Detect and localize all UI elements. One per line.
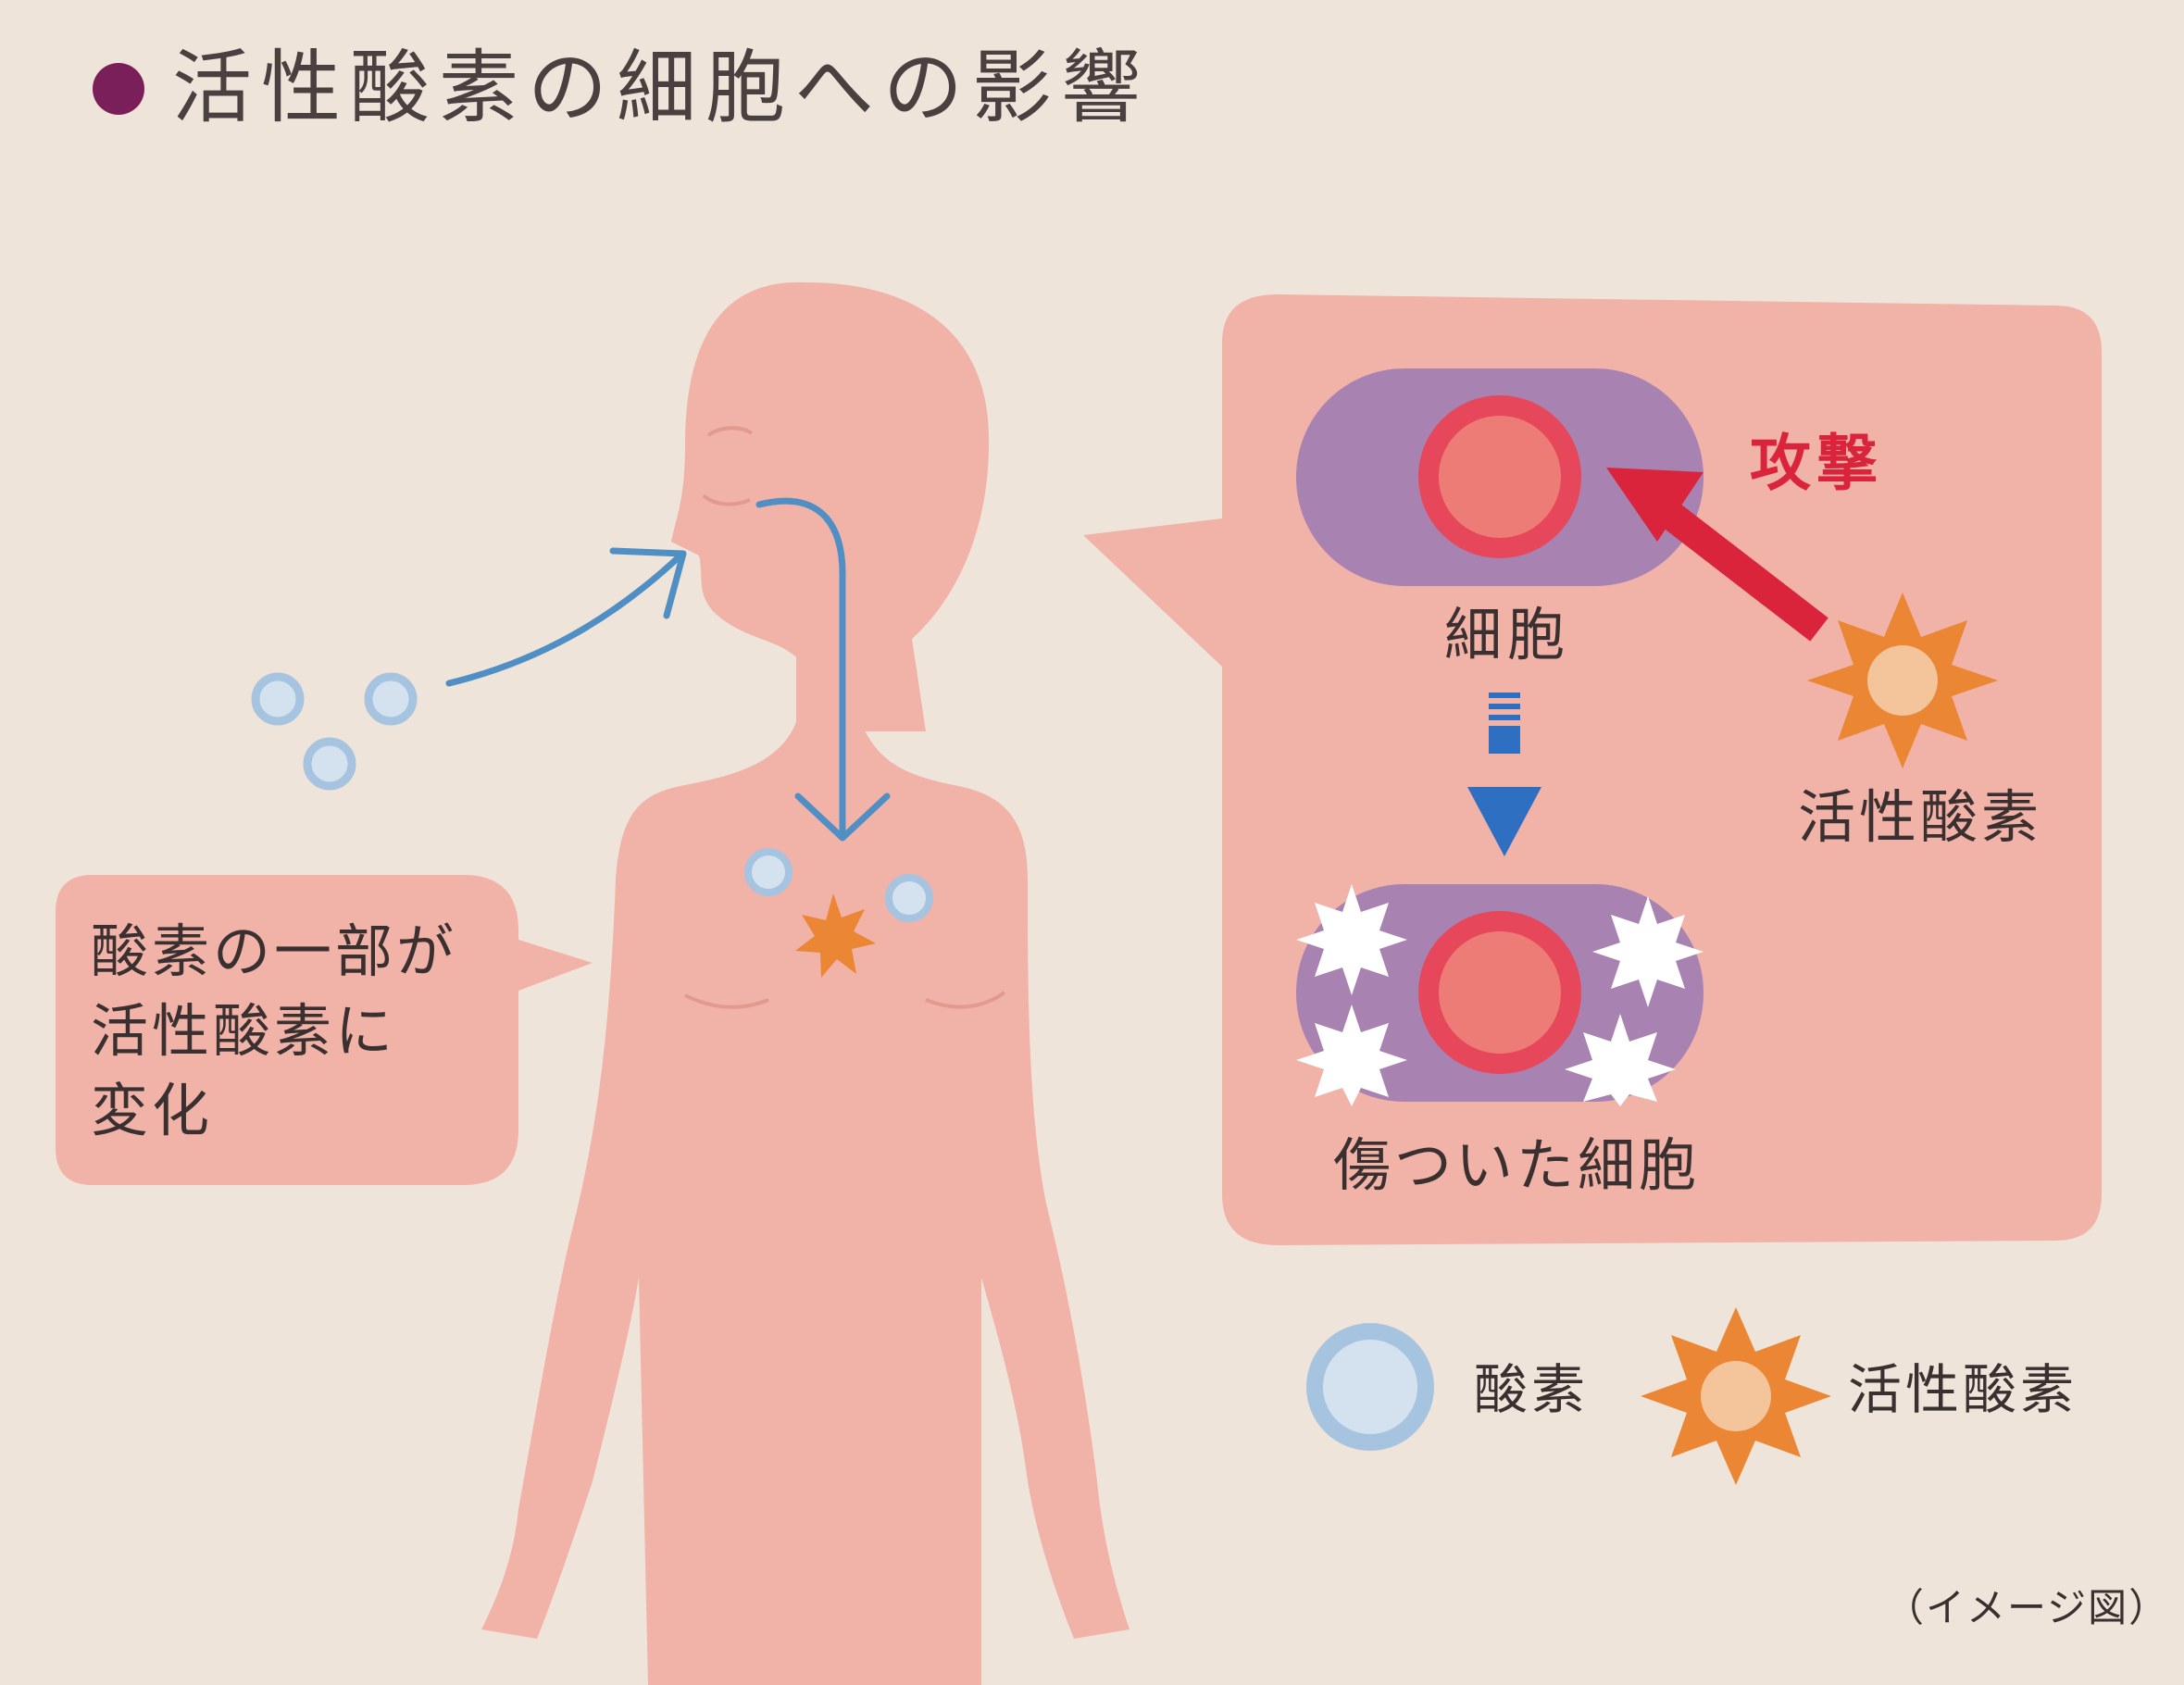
speech-bubble-text: 酸素の一部が 活性酸素に 変化 [91, 917, 458, 1144]
cell-label: 細胞 [1444, 601, 1571, 668]
oxygen-molecule-icon [744, 848, 792, 896]
damaged-cell-icon [1296, 884, 1704, 1106]
legend-oxygen-icon [1306, 1323, 1434, 1451]
oxygen-molecule-icon [303, 737, 356, 791]
legend-oxygen-label: 酸素 [1474, 1358, 1590, 1421]
oxygen-molecule-icon [885, 874, 933, 922]
attack-label: 攻撃 [1750, 428, 1883, 499]
oxygen-molecule-icon [251, 672, 305, 726]
legend-ros-icon [1641, 1307, 1831, 1485]
chest-molecules [744, 848, 933, 978]
image-note: （イメージ図） [1885, 1585, 2170, 1630]
inhale-arrowhead [609, 547, 687, 619]
reactive-oxygen-star-icon [795, 893, 876, 978]
oxygen-molecules-outside [251, 672, 418, 791]
reactive-oxygen-label: 活性酸素 [1798, 783, 2043, 851]
airway-arrow [755, 497, 846, 837]
damaged-cell-label: 傷ついた細胞 [1333, 1131, 1701, 1199]
reactive-oxygen-star-icon [1807, 593, 1998, 768]
airway-arrowhead [794, 793, 891, 842]
legend-ros-label: 活性酸素 [1848, 1358, 2078, 1421]
page-title: 活性酸素の細胞への影響 [172, 42, 1150, 134]
inhale-arrow [445, 552, 684, 687]
attack-arrow [1606, 468, 1828, 642]
human-body-illustration [481, 281, 1129, 1685]
transition-arrow [1467, 693, 1541, 856]
speech-bubble [56, 875, 593, 1185]
title-bullet-dot [93, 63, 144, 115]
cell-icon [1296, 368, 1704, 586]
oxygen-molecule-icon [364, 672, 418, 726]
